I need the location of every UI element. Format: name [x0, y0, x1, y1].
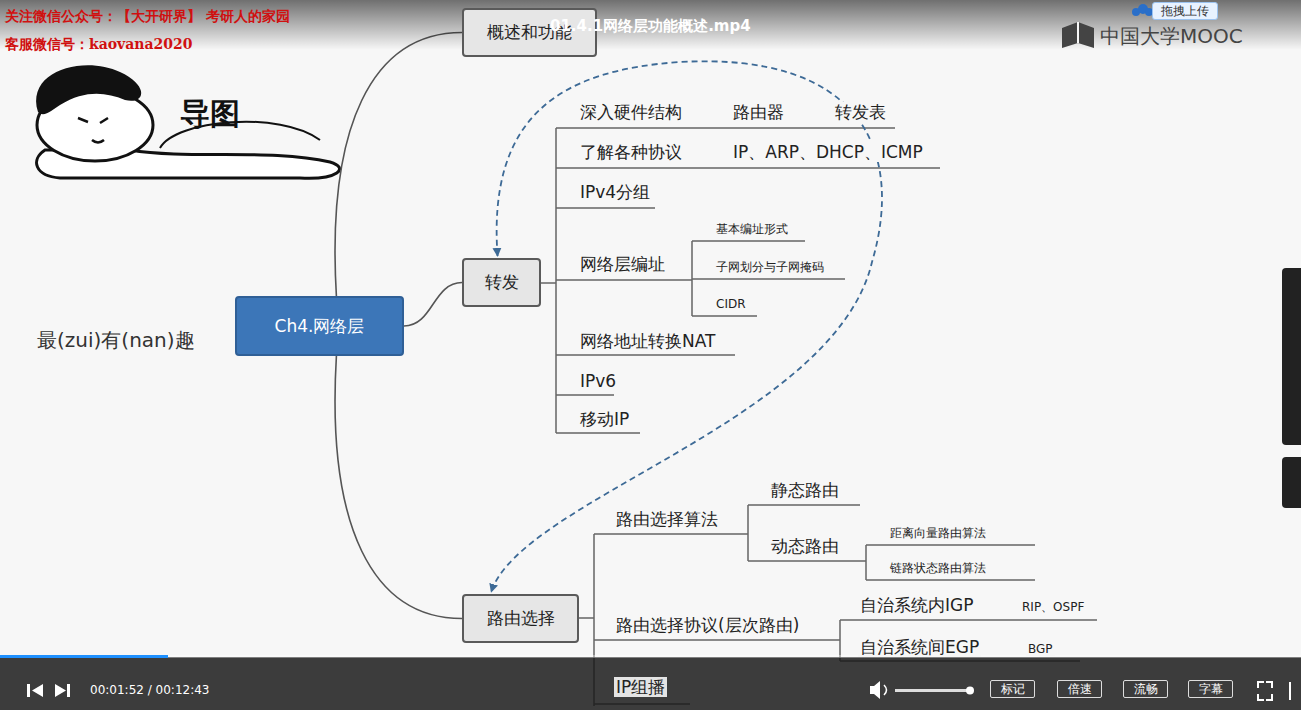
- sub-topic: BGP: [1026, 642, 1055, 656]
- cartoon-face: [78, 118, 108, 143]
- logo-icon: [1062, 22, 1094, 48]
- sub-topic: RIP、OSPF: [1020, 600, 1086, 614]
- sub-topic: 链路状态路由算法: [888, 561, 988, 575]
- next-icon: [55, 684, 70, 697]
- side-tab: [1282, 457, 1301, 508]
- branch-topic: 路由器: [731, 102, 786, 122]
- progress-track: [0, 655, 1301, 658]
- trunk-line: [541, 128, 556, 433]
- logo-text: 中国大学MOOC: [1100, 24, 1243, 48]
- topic-text: 转发: [485, 272, 519, 292]
- side-tab: [1282, 268, 1301, 445]
- sub-branch: [692, 241, 845, 316]
- time-display: 00:01:52 / 00:12:43: [90, 683, 209, 697]
- video-title: 01.4.1网络层功能概述.mp4: [550, 17, 751, 35]
- topic-text: Ch4.网络层: [275, 316, 365, 336]
- sub-topic: 基本编址形式: [714, 222, 790, 236]
- underline: [556, 128, 940, 433]
- main-topic: 转发: [462, 258, 541, 307]
- volume-knob: [966, 687, 974, 695]
- progress-fill: [0, 655, 168, 658]
- cartoon-figure: [36, 65, 339, 178]
- branch-topic: 深入硬件结构: [578, 102, 684, 122]
- player-button: 字幕: [1188, 680, 1233, 698]
- cloud-icon: [1132, 8, 1140, 16]
- branch-topic: 自治系统内IGP: [858, 595, 975, 615]
- cartoon-hair: [36, 65, 141, 114]
- watermark-text: 客服微信号：kaovana2020: [5, 36, 193, 53]
- main-topic: 路由选择: [462, 594, 579, 643]
- volume-icon: [870, 681, 880, 699]
- volume-wave: [884, 685, 887, 695]
- side-note: 最(zui)有(nan)趣: [37, 328, 195, 352]
- player-button: 流畅: [1123, 680, 1168, 698]
- upload-button: 拖拽上传: [1152, 2, 1218, 20]
- player-button: 倍速: [1057, 680, 1102, 698]
- branch-topic: 自治系统间EGP: [858, 637, 981, 657]
- branch-topic: IP、ARP、DHCP、ICMP: [731, 142, 925, 162]
- playback-icons: [27, 681, 887, 699]
- branch-topic: IP组播: [614, 677, 667, 697]
- sub-branch: [594, 505, 1035, 580]
- branch-topic: 网络层编址: [578, 254, 667, 274]
- sub-topic: CIDR: [714, 297, 748, 311]
- fullscreen-icon: [1258, 682, 1272, 700]
- branch-topic: 动态路由: [769, 536, 841, 556]
- root-topic: Ch4.网络层: [235, 296, 404, 356]
- volume-slider: [895, 689, 970, 692]
- branch-topic: 路由选择协议(层次路由): [614, 615, 801, 635]
- branch-topic: 移动IP: [578, 409, 631, 429]
- branch-topic: 路由选择算法: [614, 509, 720, 529]
- dashed-arrow: [491, 61, 882, 592]
- prev-icon: [27, 684, 43, 697]
- cloud-icon: [1138, 4, 1148, 14]
- branch-lines: [541, 128, 1097, 706]
- logo-icon: [1077, 22, 1079, 43]
- branch-connector: [335, 33, 462, 297]
- cartoon-caption: 导图: [180, 96, 240, 132]
- sub-topic: 距离向量路由算法: [888, 526, 988, 540]
- sub-topic: 子网划分与子网掩码: [714, 260, 826, 274]
- branch-topic: 转发表: [833, 102, 888, 122]
- player-button: 标记: [990, 680, 1035, 698]
- menu-icon: [1289, 682, 1291, 700]
- branch-connector: [404, 283, 462, 327]
- branch-topic: IPv4分组: [578, 182, 652, 202]
- branch-topic: 静态路由: [769, 480, 841, 500]
- mooc-logo: [1062, 22, 1094, 48]
- branch-topic: IPv6: [578, 371, 618, 391]
- topic-text: 路由选择: [487, 608, 555, 628]
- branch-connector: [335, 356, 462, 619]
- branch-topic: 了解各种协议: [578, 142, 684, 162]
- cloud-icon: [1132, 4, 1153, 16]
- branch-topic: 网络地址转换NAT: [578, 331, 717, 351]
- watermark-text: 关注微信公众号：【大开研界】 考研人的家园: [5, 8, 290, 25]
